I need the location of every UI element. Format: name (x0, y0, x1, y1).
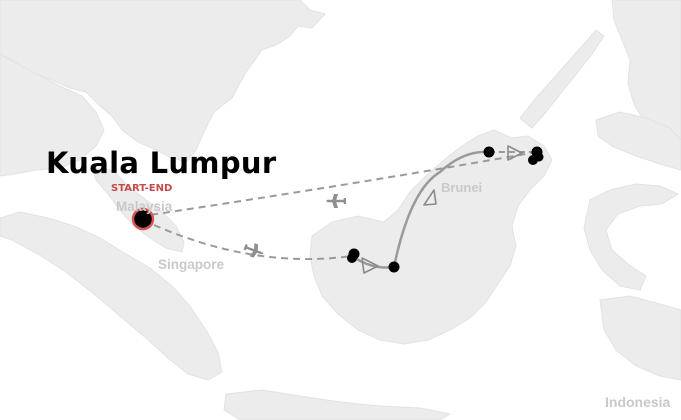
land-philippines (611, 0, 681, 151)
land-borneo (309, 129, 553, 345)
land-mindanao (595, 111, 681, 171)
origin-marker[interactable] (131, 207, 155, 231)
place-label-brunei: Brunei (441, 180, 483, 195)
direction-arrow-icon (507, 145, 523, 161)
plane-icon (326, 194, 346, 208)
stop-marker[interactable] (534, 152, 544, 162)
land-sulawesi (583, 183, 680, 291)
start-end-badge: START-END (111, 183, 173, 194)
plane-icon (243, 243, 264, 258)
route-flight-out (142, 219, 353, 261)
stop-marker[interactable] (347, 253, 357, 263)
place-label-indonesia: Indonesia (605, 394, 671, 410)
land-indochina (0, 0, 326, 163)
land-gulf-coast (0, 53, 105, 177)
place-label-singapore: Singapore (158, 257, 225, 272)
stop-marker[interactable] (388, 261, 400, 273)
land-palawan (519, 29, 605, 129)
route-overland-segment-2 (392, 150, 490, 268)
direction-arrow-icon (423, 189, 437, 206)
route-flight-return (142, 151, 538, 217)
land-east-indonesia (599, 295, 681, 381)
land-sumatra (0, 211, 223, 381)
stop-marker[interactable] (483, 146, 495, 158)
land-java (223, 389, 452, 420)
direction-arrow-icon (361, 257, 379, 274)
origin-city-label: Kuala Lumpur (46, 146, 277, 180)
place-label-malaysia: Malaysia (116, 199, 173, 214)
